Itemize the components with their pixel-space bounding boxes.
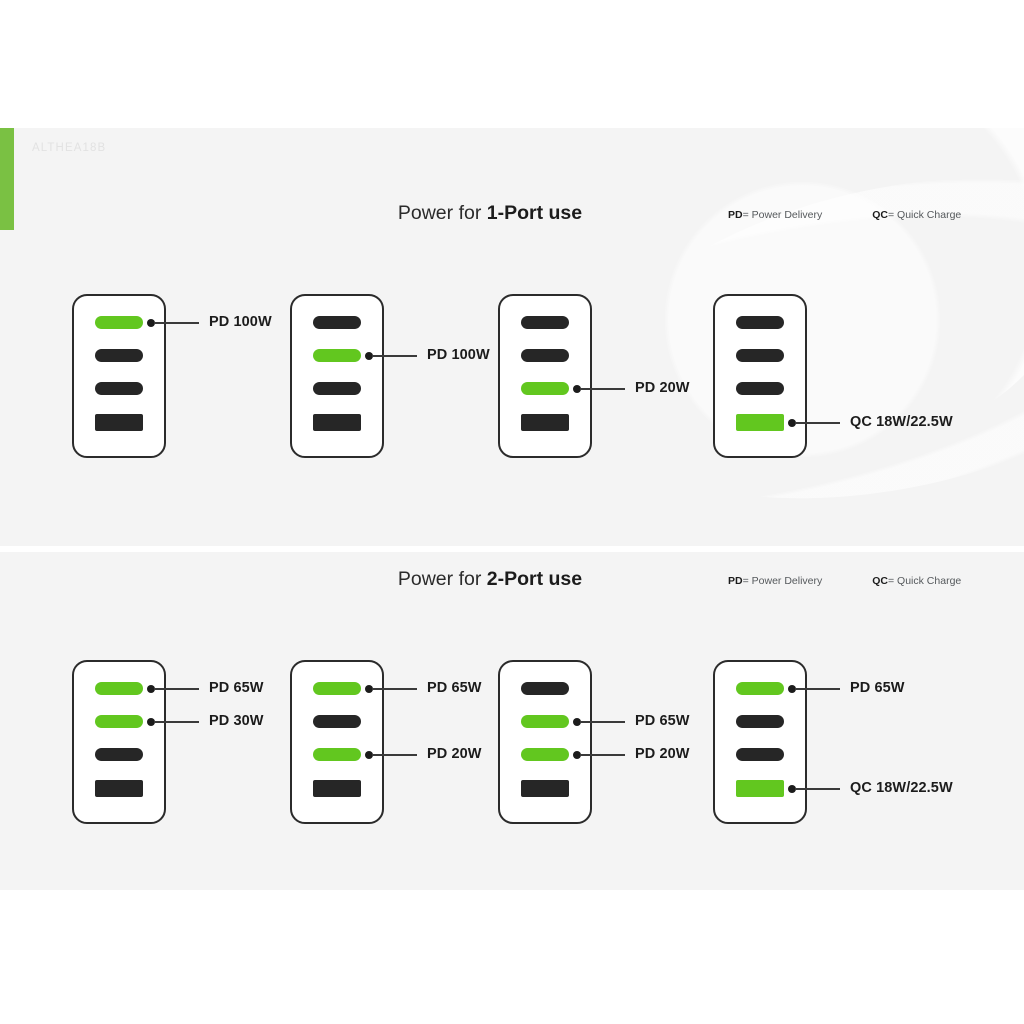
legend-pd-abbr: PD bbox=[728, 575, 743, 587]
callout-leader-line bbox=[580, 721, 625, 723]
legend-pd-text: = Power Delivery bbox=[742, 575, 823, 587]
usb-a-port-inactive bbox=[313, 780, 361, 797]
charger-unit bbox=[498, 660, 592, 824]
callout-dot-icon bbox=[573, 384, 581, 393]
usb-c-port-active bbox=[313, 349, 361, 362]
section-title-strong: 2-Port use bbox=[486, 568, 583, 590]
legend-qc-text: = Quick Charge bbox=[888, 575, 962, 587]
callout-label: PD 100W bbox=[427, 346, 490, 363]
legend-pd-text: = Power Delivery bbox=[742, 209, 823, 221]
legend: PD= Power Delivery QC= Quick Charge bbox=[728, 209, 961, 221]
usb-c-port-inactive bbox=[313, 316, 361, 329]
usb-c-port-inactive bbox=[736, 382, 784, 395]
usb-c-port-inactive bbox=[736, 316, 784, 329]
usb-a-port-inactive bbox=[313, 414, 361, 431]
usb-c-port-inactive bbox=[95, 349, 143, 362]
callout-label: PD 100W bbox=[209, 313, 272, 330]
callout-label: PD 20W bbox=[427, 745, 482, 762]
legend-pd-abbr: PD bbox=[728, 209, 743, 221]
usb-a-port-active bbox=[736, 414, 784, 431]
usb-c-port-inactive bbox=[736, 748, 784, 761]
usb-c-port-inactive bbox=[95, 748, 143, 761]
section-title: Power for 2-Port use bbox=[0, 568, 980, 591]
usb-c-port-active bbox=[521, 715, 569, 728]
legend-qc-abbr: QC bbox=[872, 209, 888, 221]
legend: PD= Power Delivery QC= Quick Charge bbox=[728, 575, 961, 587]
callout-dot-icon bbox=[147, 717, 155, 726]
legend-item-qc: QC= Quick Charge bbox=[872, 209, 961, 221]
usb-c-port-inactive bbox=[521, 316, 569, 329]
legend-qc-abbr: QC bbox=[872, 575, 888, 587]
usb-c-port-inactive bbox=[95, 382, 143, 395]
usb-c-port-inactive bbox=[521, 682, 569, 695]
section-divider bbox=[0, 546, 1024, 552]
usb-a-port-inactive bbox=[95, 414, 143, 431]
callout-leader-line bbox=[372, 688, 417, 690]
callout-leader-line bbox=[580, 388, 625, 390]
callout-leader-line bbox=[154, 688, 199, 690]
callout-label: PD 20W bbox=[635, 745, 690, 762]
usb-a-port-active bbox=[736, 780, 784, 797]
usb-c-port-active bbox=[95, 316, 143, 329]
model-code-watermark: ALTHEA18B bbox=[32, 142, 107, 154]
section-title: Power for 1-Port use bbox=[0, 202, 980, 225]
callout-label: PD 65W bbox=[635, 712, 690, 729]
callout-leader-line bbox=[372, 355, 417, 357]
callout-leader-line bbox=[795, 788, 840, 790]
usb-c-port-active bbox=[313, 682, 361, 695]
usb-c-port-inactive bbox=[736, 349, 784, 362]
usb-a-port-inactive bbox=[521, 780, 569, 797]
usb-c-port-inactive bbox=[313, 382, 361, 395]
usb-c-port-active bbox=[313, 748, 361, 761]
legend-item-pd: PD= Power Delivery bbox=[728, 209, 822, 221]
callout-leader-line bbox=[154, 322, 199, 324]
charger-unit bbox=[713, 294, 807, 458]
callout-dot-icon bbox=[573, 750, 581, 759]
callout-dot-icon bbox=[788, 418, 796, 427]
usb-c-port-active bbox=[736, 682, 784, 695]
callout-leader-line bbox=[372, 754, 417, 756]
callout-dot-icon bbox=[365, 750, 373, 759]
callout-label: QC 18W/22.5W bbox=[850, 779, 953, 796]
callout-leader-line bbox=[154, 721, 199, 723]
legend-item-pd: PD= Power Delivery bbox=[728, 575, 822, 587]
usb-c-port-inactive bbox=[313, 715, 361, 728]
callout-dot-icon bbox=[573, 717, 581, 726]
callout-dot-icon bbox=[788, 684, 796, 693]
section-title-prefix: Power for bbox=[397, 568, 487, 590]
usb-c-port-active bbox=[95, 682, 143, 695]
callout-leader-line bbox=[580, 754, 625, 756]
callout-label: PD 30W bbox=[209, 712, 264, 729]
usb-c-port-inactive bbox=[736, 715, 784, 728]
callout-label: PD 20W bbox=[635, 379, 690, 396]
legend-item-qc: QC= Quick Charge bbox=[872, 575, 961, 587]
brand-accent-bar bbox=[0, 128, 14, 230]
callout-label: QC 18W/22.5W bbox=[850, 413, 953, 430]
usb-c-port-active bbox=[95, 715, 143, 728]
callout-leader-line bbox=[795, 688, 840, 690]
charger-unit bbox=[290, 294, 384, 458]
charger-unit bbox=[498, 294, 592, 458]
callout-dot-icon bbox=[365, 351, 373, 360]
callout-label: PD 65W bbox=[209, 679, 264, 696]
callout-dot-icon bbox=[788, 784, 796, 793]
usb-a-port-inactive bbox=[95, 780, 143, 797]
section-title-prefix: Power for bbox=[397, 202, 487, 224]
callout-dot-icon bbox=[147, 684, 155, 693]
usb-c-port-active bbox=[521, 382, 569, 395]
callout-dot-icon bbox=[365, 684, 373, 693]
callout-leader-line bbox=[795, 422, 840, 424]
callout-label: PD 65W bbox=[850, 679, 905, 696]
section-title-strong: 1-Port use bbox=[486, 202, 583, 224]
legend-qc-text: = Quick Charge bbox=[888, 209, 962, 221]
usb-c-port-inactive bbox=[521, 349, 569, 362]
callout-label: PD 65W bbox=[427, 679, 482, 696]
usb-a-port-inactive bbox=[521, 414, 569, 431]
usb-c-port-active bbox=[521, 748, 569, 761]
callout-dot-icon bbox=[147, 318, 155, 327]
